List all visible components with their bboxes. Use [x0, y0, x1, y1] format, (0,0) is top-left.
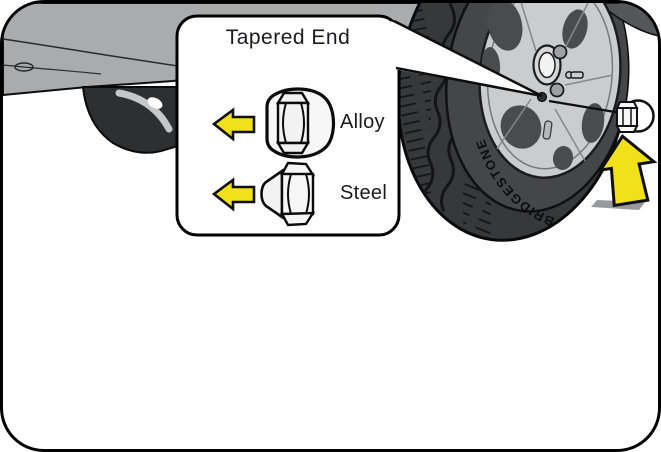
body-detail-oval: [14, 62, 34, 72]
steel-nut-illustration: [260, 161, 316, 227]
hub-center-bore-inner: [538, 51, 556, 79]
rim-slot-detail: [542, 120, 553, 140]
alloy-label: Alloy: [340, 111, 385, 133]
rear-wheel-liner-highlight: [115, 89, 173, 133]
lug-nut-illustration: [615, 99, 655, 133]
rim-spoke-lines: [496, 3, 614, 162]
rear-wheel-highlight: [147, 97, 163, 109]
steel-label: Steel: [340, 182, 388, 204]
valve-stem: [565, 71, 584, 79]
callout-title: Tapered End: [225, 26, 351, 49]
rear-wheel: [81, 86, 182, 154]
left-arrow-icon: [211, 107, 256, 142]
up-arrow-icon: [591, 134, 658, 210]
lug-nut-leader-line: [548, 99, 622, 115]
alloy-nut-illustration: [265, 87, 336, 159]
installed-lug-nut: [549, 82, 565, 98]
wheel-nut-illustration: BRIDGESTONE: [3, 3, 658, 256]
callout-pointer: [391, 19, 543, 98]
left-arrow-icon: [211, 177, 256, 212]
installed-lug-nut: [552, 44, 568, 60]
